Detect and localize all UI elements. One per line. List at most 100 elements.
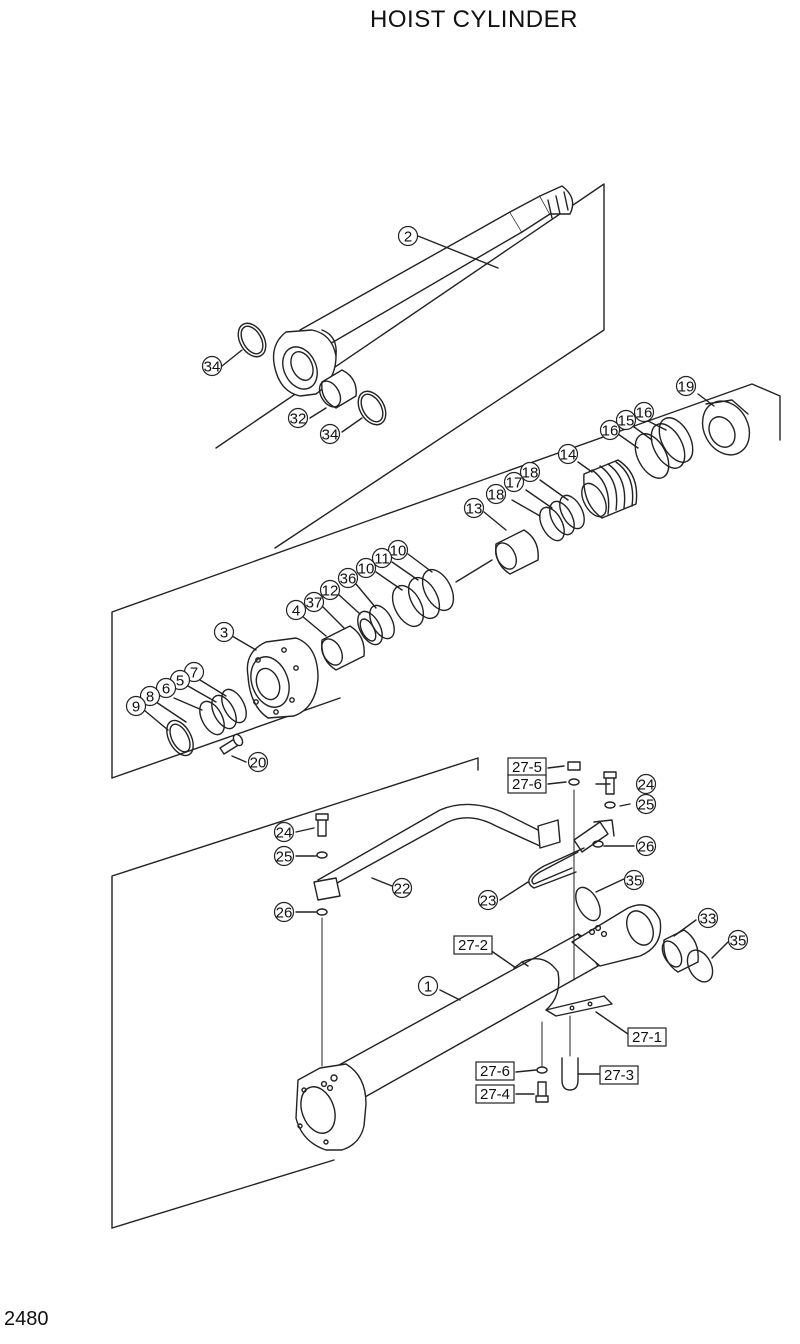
callout-35-b: 35: [727, 929, 749, 951]
callout-6-text: 6: [162, 681, 170, 698]
callout-16-b-text: 16: [602, 423, 619, 440]
callout-16-b: 16: [599, 419, 621, 441]
callout-23: 23: [477, 889, 499, 911]
callout-27-3: 27-3: [599, 1065, 639, 1085]
callout-27-5: 27-5: [507, 757, 547, 777]
ring-16b: [634, 433, 670, 479]
callout-10-b-text: 10: [358, 561, 375, 578]
callout-6: 6: [155, 677, 177, 699]
callout-17-text: 17: [506, 475, 523, 492]
washer-25-left: [316, 851, 328, 859]
callout-18-b: 18: [485, 483, 507, 505]
callout-34-a: 34: [201, 355, 223, 377]
callout-27-4: 27-4: [475, 1084, 515, 1104]
bolt-20: [219, 733, 244, 755]
callout-27-4-text: 27-4: [480, 1086, 510, 1103]
callout-22: 22: [391, 877, 413, 899]
callout-32: 32: [287, 407, 309, 429]
callout-34-a-text: 34: [204, 359, 221, 376]
callout-22-text: 22: [394, 881, 411, 898]
callout-12-text: 12: [322, 583, 339, 600]
callout-18-b-text: 18: [488, 487, 505, 504]
ring-18b: [539, 506, 565, 542]
boxed-callout-layer: 27-5 27-6 27-2 27-1 27-6 27-3 27-4: [453, 757, 667, 1104]
callout-25-b-text: 25: [638, 797, 655, 814]
callout-16-a-text: 16: [636, 405, 653, 422]
callout-36: 36: [337, 567, 359, 589]
callout-27-5-text: 27-5: [512, 759, 542, 776]
clamp-27: [513, 958, 613, 1017]
ubolt-27-3: [561, 1057, 579, 1091]
callout-23-text: 23: [480, 893, 497, 910]
callout-27-6-lower: 27-6: [475, 1061, 515, 1081]
callout-19: 19: [675, 375, 697, 397]
ring-35-lower: [686, 949, 714, 983]
callout-36-text: 36: [340, 571, 357, 588]
callout-27-3-text: 27-3: [604, 1067, 634, 1084]
rod-panel-outline: [215, 183, 605, 549]
cylinder-head-3: [246, 637, 319, 719]
cylinder-tube: [329, 933, 599, 1103]
bushing-32: [318, 369, 357, 409]
oring-26-left: [316, 908, 328, 916]
callout-17: 17: [503, 471, 525, 493]
callout-3-text: 3: [220, 625, 228, 642]
diagram-title: HOIST CYLINDER: [370, 6, 578, 33]
washer-27-6-lower: [536, 1066, 548, 1074]
callout-7-text: 7: [190, 665, 198, 682]
callout-25-b: 25: [635, 793, 657, 815]
tube-eye-end: [571, 904, 662, 967]
page-number: 2480: [4, 1308, 49, 1330]
callout-2-text: 2: [404, 229, 412, 246]
callout-35-b-text: 35: [730, 933, 747, 950]
callout-10-b: 10: [355, 557, 377, 579]
callout-layer: 2 34 32 34 19 16 15 16 14 18 17 18 13 10…: [125, 225, 749, 997]
pipe-22: [313, 803, 561, 901]
callout-13-text: 13: [466, 501, 483, 518]
callout-34-b: 34: [319, 423, 341, 445]
callout-3: 3: [213, 621, 235, 643]
bushing-33: [661, 929, 699, 973]
callout-24-b-text: 24: [638, 777, 655, 794]
callout-33-text: 33: [700, 911, 717, 928]
oring-26-right: [592, 840, 604, 848]
callout-27-6-lower-text: 27-6: [480, 1063, 510, 1080]
callout-35-a: 35: [623, 869, 645, 891]
bolt-24-left: [315, 813, 329, 837]
ring-9: [166, 719, 194, 757]
callout-27-1: 27-1: [627, 1027, 667, 1047]
callout-14-text: 14: [560, 447, 577, 464]
piston-14: [581, 459, 638, 519]
ring-16a: [658, 417, 694, 463]
callout-5-text: 5: [176, 673, 184, 690]
callout-32-text: 32: [290, 411, 307, 428]
nut-27-5: [567, 761, 581, 771]
callout-26-b-text: 26: [638, 839, 655, 856]
callout-8: 8: [139, 685, 161, 707]
piston-rod: [299, 185, 574, 357]
seal-7: [221, 688, 247, 724]
callout-27-6-upper-text: 27-6: [512, 776, 542, 793]
callout-16-a: 16: [633, 401, 655, 423]
callout-26-a-text: 26: [276, 905, 293, 922]
callout-37-text: 37: [306, 595, 323, 612]
callout-27-2: 27-2: [453, 935, 493, 955]
tube-bottom-block: [295, 1063, 367, 1151]
callout-20-text: 20: [250, 755, 267, 772]
callout-8-text: 8: [146, 689, 154, 706]
callout-24-a: 24: [273, 821, 295, 843]
callout-18-a: 18: [519, 461, 541, 483]
callout-26-b: 26: [635, 835, 657, 857]
callout-25-a-text: 25: [276, 849, 293, 866]
seal-6: [199, 700, 225, 736]
callout-10-a: 10: [387, 539, 409, 561]
callout-25-a: 25: [273, 845, 295, 867]
bolt-27-4: [535, 1081, 549, 1103]
callout-18-a-text: 18: [522, 465, 539, 482]
callout-11: 11: [371, 547, 393, 569]
callout-27-2-text: 27-2: [458, 937, 488, 954]
washer-25-right: [604, 801, 616, 809]
rod-eye-end: [272, 329, 337, 397]
seal-34-upper: [237, 322, 267, 358]
ring-18a: [559, 494, 585, 530]
